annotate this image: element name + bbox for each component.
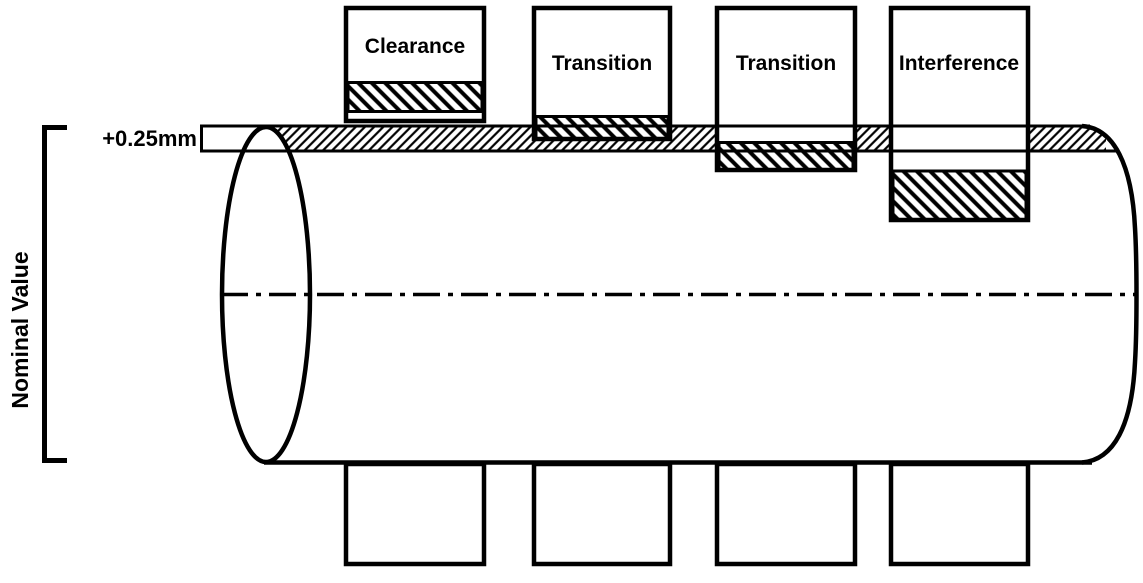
bottom-boxes	[343, 461, 1031, 567]
bottom-box-3	[714, 461, 858, 567]
transition-2-zone-hatch	[717, 141, 855, 172]
band-limit-lines	[200, 124, 1118, 153]
transition-2-label: Transition	[736, 52, 836, 75]
interference-zone-hatch	[891, 169, 1028, 221]
transition-1-label: Transition	[552, 52, 652, 75]
nominal-value-bracket	[42, 125, 67, 463]
tolerance-label: +0.25mm	[102, 126, 197, 151]
clearance-zone-hatch	[346, 81, 484, 113]
clearance-label: Clearance	[365, 35, 465, 58]
shaft-corner-mask	[1082, 124, 1143, 226]
bottom-box-4	[888, 461, 1031, 567]
bottom-box-1	[343, 461, 487, 567]
interference-label: Interference	[899, 52, 1019, 75]
bottom-box-2	[531, 461, 673, 567]
nominal-value-label: Nominal Value	[7, 251, 33, 408]
labels: Clearance Transition Transition Interfer…	[7, 35, 1019, 409]
